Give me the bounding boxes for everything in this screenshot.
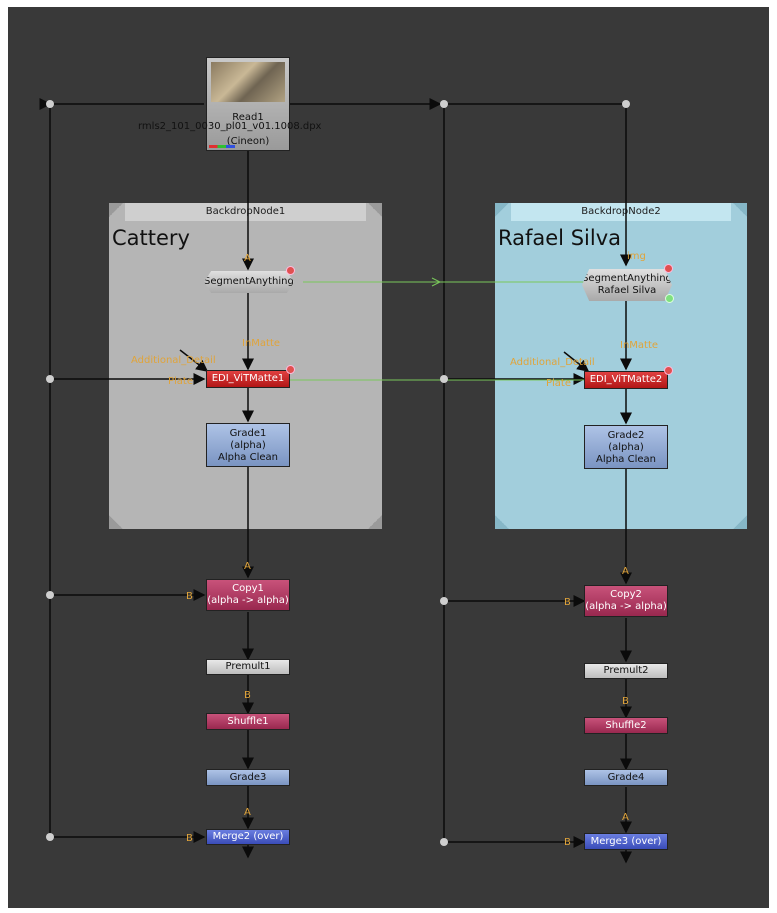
grade-node-3[interactable]: Grade3 — [206, 769, 290, 786]
backdrop-label: Cattery — [112, 226, 190, 250]
dot-node[interactable] — [440, 100, 448, 108]
pipe-label-a: A — [622, 566, 629, 577]
node-name: Copy2 — [610, 589, 642, 600]
node-name: Grade3 — [229, 772, 267, 783]
channel-indicator — [209, 145, 235, 148]
pipe-label-b: B — [244, 690, 251, 701]
node-label: (alpha -> alpha) — [585, 601, 667, 612]
node-name: SegmentAnything1 — [204, 276, 301, 287]
backdrop-title: BackdropNode1 — [125, 203, 366, 221]
node-name: EDI_ViTMatte2 — [589, 374, 663, 385]
segment-anything-node-1[interactable]: SegmentAnything1 — [204, 271, 294, 293]
copy-node-2[interactable]: Copy2 (alpha -> alpha) — [584, 585, 668, 617]
node-name: Premult2 — [603, 665, 649, 676]
node-name: Grade4 — [607, 772, 645, 783]
grade-node-4[interactable]: Grade4 — [584, 769, 668, 786]
dot-node[interactable] — [46, 591, 54, 599]
vitmatte-node-2[interactable]: EDI_ViTMatte2 — [584, 371, 668, 389]
pipe-label-b: B — [622, 696, 629, 707]
premult-node-1[interactable]: Premult1 — [206, 659, 290, 675]
read-filename: rmls2_101_0030_pl01_v01.1008.dpx — [138, 121, 322, 132]
read-node[interactable]: Read1 (Cineon) — [206, 57, 290, 151]
dot-node[interactable] — [46, 100, 54, 108]
pipe-label-b: B — [564, 837, 571, 848]
dot-node[interactable] — [46, 375, 54, 383]
dot-node[interactable] — [440, 597, 448, 605]
node-status-indicator — [665, 294, 674, 303]
backdrop-resize-handle[interactable] — [368, 203, 382, 217]
node-channel: (alpha) — [230, 440, 266, 451]
pipe-label-b: B — [186, 833, 193, 844]
node-name: Premult1 — [225, 661, 271, 672]
backdrop-resize-handle[interactable] — [495, 203, 509, 217]
node-name: EDI_ViTMatte1 — [211, 373, 285, 384]
backdrop-resize-handle[interactable] — [495, 515, 509, 529]
dot-node[interactable] — [46, 833, 54, 841]
node-name: Merge3 (over) — [590, 836, 662, 847]
node-error-indicator — [286, 365, 295, 374]
node-channel: (alpha) — [608, 442, 644, 453]
pipe-label-inmatte: InMatte — [242, 338, 281, 349]
backdrop-resize-handle[interactable] — [368, 515, 382, 529]
node-label: (alpha -> alpha) — [207, 595, 289, 606]
pipe-label-inmatte: InMatte — [620, 340, 659, 351]
pipe-label-b: B — [564, 597, 571, 608]
pipe-label-a: A — [244, 807, 251, 818]
pipe-label-a: A — [244, 253, 251, 264]
node-name: Shuffle1 — [227, 716, 269, 727]
node-colorspace: (Cineon) — [226, 136, 270, 147]
merge-node-2[interactable]: Merge2 (over) — [206, 829, 290, 845]
pipe-label-b: B — [186, 591, 193, 602]
backdrop-title: BackdropNode2 — [511, 203, 731, 221]
dot-node[interactable] — [440, 375, 448, 383]
shuffle-node-1[interactable]: Shuffle1 — [206, 713, 290, 730]
backdrop-resize-handle[interactable] — [733, 203, 747, 217]
node-name: Grade1 — [229, 428, 267, 439]
backdrop-label: Rafael Silva — [498, 226, 621, 250]
pipe-label-additional: Additional_Detail — [131, 355, 216, 366]
premult-node-2[interactable]: Premult2 — [584, 663, 668, 679]
segment-anything-node-2[interactable]: SegmentAnything Rafael Silva — [582, 269, 672, 301]
grade-node-1[interactable]: Grade1 (alpha) Alpha Clean — [206, 423, 290, 467]
node-name: Copy1 — [232, 583, 264, 594]
copy-node-1[interactable]: Copy1 (alpha -> alpha) — [206, 579, 290, 611]
dot-node[interactable] — [622, 100, 630, 108]
node-label: Rafael Silva — [597, 285, 657, 296]
node-graph-canvas[interactable]: BackdropNode1 Cattery BackdropNode2 Rafa… — [8, 7, 769, 908]
pipe-label-img: img — [627, 251, 646, 262]
node-error-indicator — [664, 264, 673, 273]
pipe-label-additional: Additional_Detail — [510, 357, 595, 368]
pipe-label-a: A — [244, 561, 251, 572]
node-error-indicator — [286, 266, 295, 275]
backdrop-resize-handle[interactable] — [733, 515, 747, 529]
grade-node-2[interactable]: Grade2 (alpha) Alpha Clean — [584, 425, 668, 469]
pipe-label-plate: Plate — [546, 378, 572, 389]
node-name: Merge2 (over) — [212, 831, 284, 842]
read-thumbnail — [211, 62, 285, 102]
merge-node-3[interactable]: Merge3 (over) — [584, 833, 668, 850]
node-error-indicator — [664, 366, 673, 375]
pipe-label-a: A — [622, 812, 629, 823]
node-label: Alpha Clean — [596, 454, 656, 465]
dot-node[interactable] — [440, 838, 448, 846]
node-name: Shuffle2 — [605, 720, 647, 731]
backdrop-resize-handle[interactable] — [109, 515, 123, 529]
node-label: Alpha Clean — [218, 452, 278, 463]
backdrop-node-1[interactable]: BackdropNode1 Cattery — [109, 203, 382, 529]
node-name: Grade2 — [607, 430, 645, 441]
node-name: Read1 — [232, 112, 264, 123]
vitmatte-node-1[interactable]: EDI_ViTMatte1 — [206, 370, 290, 388]
backdrop-resize-handle[interactable] — [109, 203, 123, 217]
pipe-connections — [39, 98, 632, 864]
pipe-label-plate: Plate — [168, 376, 194, 387]
node-name: SegmentAnything — [582, 273, 672, 284]
shuffle-node-2[interactable]: Shuffle2 — [584, 717, 668, 734]
